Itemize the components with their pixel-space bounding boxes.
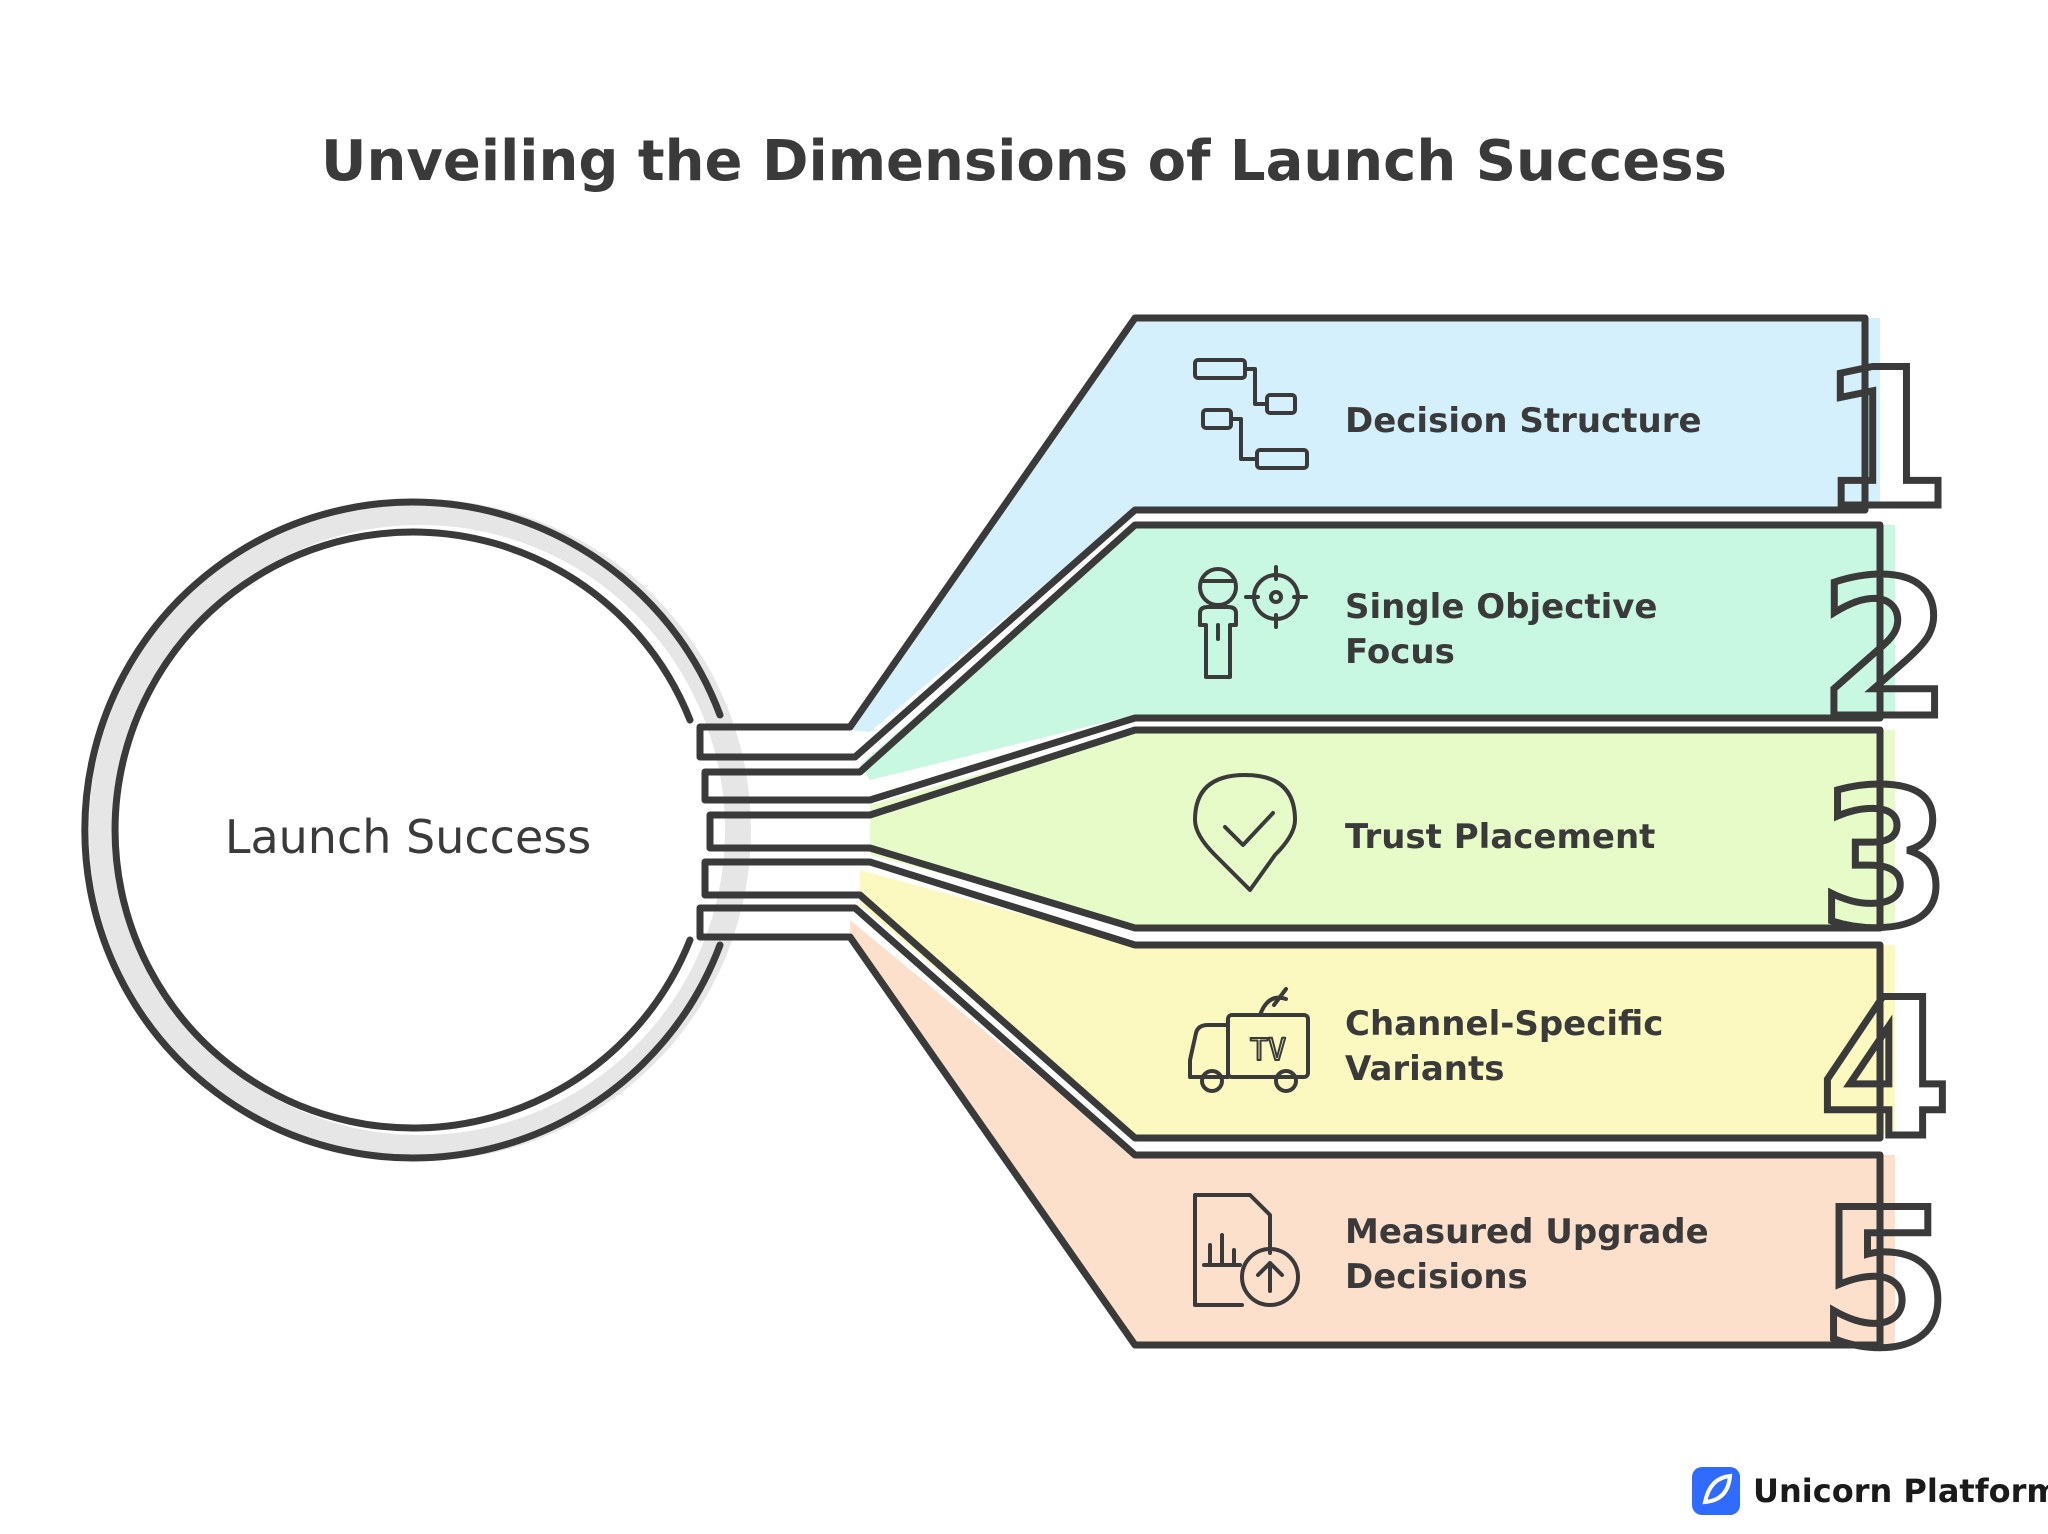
center-ring-shadow <box>89 499 751 1161</box>
band-number-2: 2 <box>1819 539 1951 760</box>
band-label-2: Single Objective <box>1345 587 1657 627</box>
center-label: Launch Success <box>225 810 591 864</box>
center-node: Launch Success <box>81 498 751 1162</box>
band-number-4: 4 <box>1819 959 1951 1180</box>
person-target-icon <box>1198 565 1308 679</box>
report-upgrade-icon <box>1193 1193 1300 1307</box>
center-ring-inner <box>111 528 694 1132</box>
band-label-5b: Decisions <box>1345 1257 1528 1297</box>
band-number-5: 5 <box>1819 1169 1951 1390</box>
connector-2 <box>701 521 1884 804</box>
band-labels: Decision Structure Single Objective Focu… <box>1345 401 1709 1297</box>
band-label-2b: Focus <box>1345 632 1455 672</box>
band-label-1: Decision Structure <box>1345 401 1702 441</box>
brand-logo: Unicorn Platform <box>1692 1467 2048 1515</box>
band-numbers: 1 2 3 4 5 <box>1815 326 1954 1394</box>
band-fill-3 <box>870 730 1895 925</box>
band-label-5: Measured Upgrade <box>1345 1212 1709 1252</box>
connector-5 <box>696 904 1884 1349</box>
tv-van-icon: TV <box>1188 987 1310 1093</box>
center-ring-outer <box>81 498 724 1162</box>
band-number-1: 1 <box>1819 329 1951 550</box>
flowchart-icon <box>1193 358 1309 470</box>
connector-4 <box>701 858 1884 1142</box>
band-fill-5 <box>850 920 1895 1345</box>
shield-check-icon <box>1193 773 1297 892</box>
band-label-4: Channel-Specific <box>1345 1004 1663 1044</box>
connector-1 <box>696 314 1869 761</box>
band-fill-1 <box>850 318 1880 732</box>
band-fill-4 <box>860 870 1895 1135</box>
connectors <box>696 314 1884 1349</box>
connector-3 <box>706 726 1884 932</box>
brand-name: Unicorn Platform <box>1753 1472 2048 1510</box>
svg-text:TV: TV <box>1250 1033 1286 1068</box>
band-fills <box>850 318 1895 1345</box>
diagram-title: Unveiling the Dimensions of Launch Succe… <box>321 129 1727 194</box>
band-fill-2 <box>860 525 1895 780</box>
brand-logo-mark <box>1702 1473 1733 1505</box>
band-label-4b: Variants <box>1345 1049 1504 1089</box>
brand-logo-badge <box>1692 1467 1740 1515</box>
band-number-3: 3 <box>1819 749 1951 970</box>
band-label-3: Trust Placement <box>1345 817 1655 857</box>
